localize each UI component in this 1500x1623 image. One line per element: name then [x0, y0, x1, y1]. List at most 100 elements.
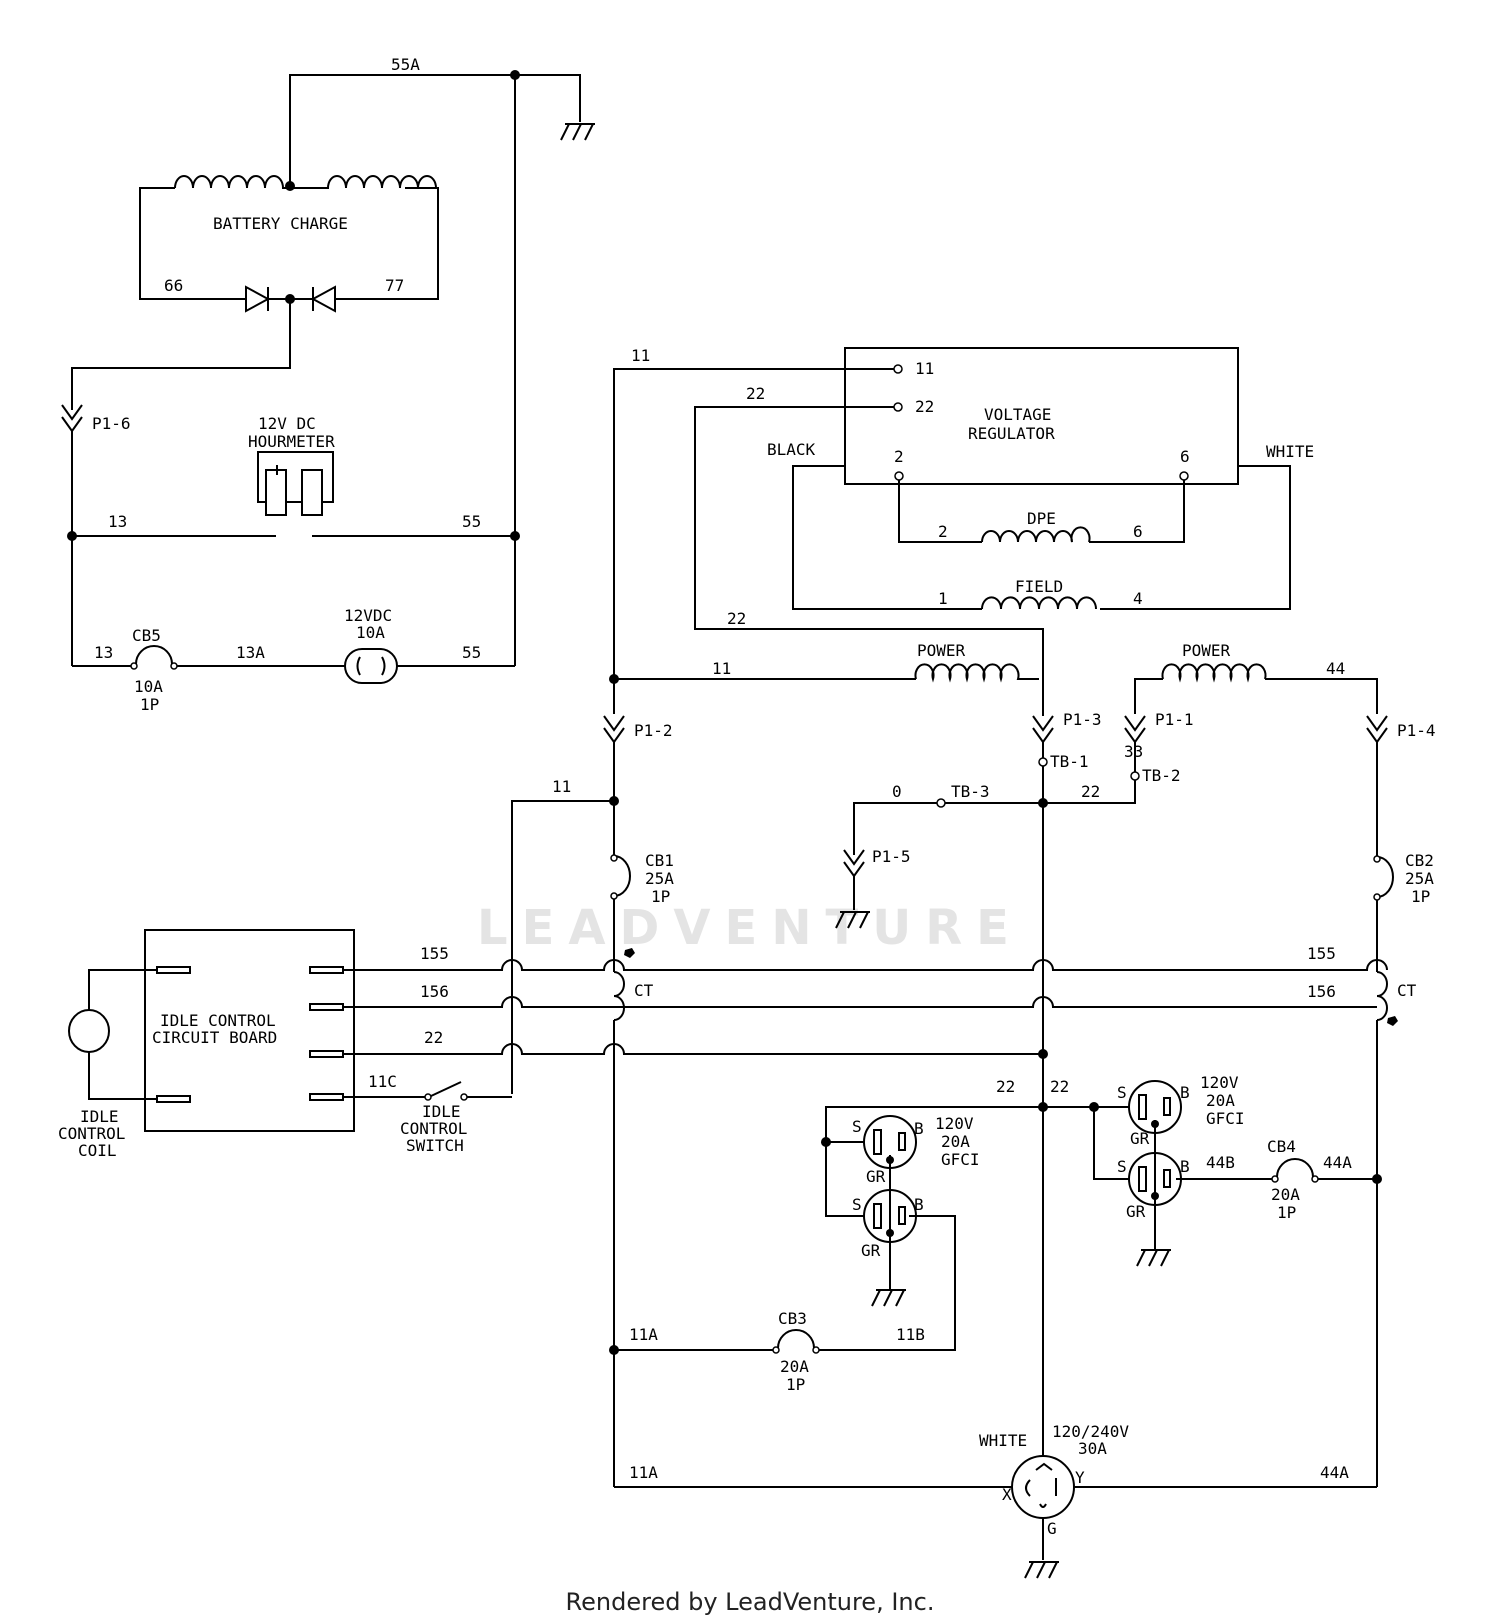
- watermark: LEADVENTURE: [477, 900, 1023, 956]
- wire-white: WHITE: [1266, 442, 1314, 461]
- wire-44b: 44B: [1206, 1153, 1235, 1172]
- gfci-2-type: GFCI: [1206, 1109, 1245, 1128]
- receptacle-b: B: [1180, 1083, 1190, 1102]
- battery-charge-circuit: [61, 70, 595, 684]
- cb4-rating: 20A: [1271, 1185, 1300, 1204]
- receptacle-s: S: [1117, 1083, 1127, 1102]
- receptacle-b: B: [914, 1195, 924, 1214]
- fuse-label-2: 10A: [356, 623, 385, 642]
- wire-44a: 44A: [1323, 1153, 1352, 1172]
- gfci-2-voltage: 120V: [1200, 1073, 1239, 1092]
- wire-11c: 11C: [368, 1072, 397, 1091]
- wire-13: 13: [94, 643, 113, 662]
- current-transformer-2: CT: [1397, 981, 1417, 1000]
- wire-11: 11: [631, 346, 650, 365]
- receptacle-b: B: [914, 1119, 924, 1138]
- idle-board-label-2: CIRCUIT BOARD: [152, 1028, 277, 1047]
- receptacle-gr: GR: [1130, 1129, 1150, 1148]
- terminal-22: 22: [915, 397, 934, 416]
- idle-coil-label-1: IDLE: [80, 1107, 119, 1126]
- wire-155: 155: [420, 944, 449, 963]
- terminal-tb-3: TB-3: [951, 782, 990, 801]
- terminal-x: X: [1002, 1485, 1012, 1504]
- breaker-cb4-label: CB4: [1267, 1137, 1296, 1156]
- dpe-2: 2: [938, 522, 948, 541]
- current-transformer-1: CT: [634, 981, 654, 1000]
- wire-44a: 44A: [1320, 1463, 1349, 1482]
- idle-switch-label-1: IDLE: [422, 1102, 461, 1121]
- wire-22: 22: [727, 609, 746, 628]
- cb5-poles: 1P: [140, 695, 159, 714]
- idle-coil-label-3: COIL: [78, 1141, 117, 1160]
- main-receptacle-circuit: [609, 1329, 1377, 1579]
- receptacle-s: S: [852, 1195, 862, 1214]
- field-label: FIELD: [1015, 577, 1063, 596]
- wire-11: 11: [712, 659, 731, 678]
- idle-control-circuit: [68, 929, 1388, 1487]
- wire-66: 66: [164, 276, 183, 295]
- idle-board-label-1: IDLE CONTROL: [160, 1011, 276, 1030]
- connector-p1-6: P1-6: [92, 414, 131, 433]
- idle-coil-label-2: CONTROL: [58, 1124, 125, 1143]
- terminal-g: G: [1047, 1519, 1057, 1538]
- wire-44: 44: [1326, 659, 1345, 678]
- dpe-6: 6: [1133, 522, 1143, 541]
- render-credit: Rendered by LeadVenture, Inc.: [565, 1588, 935, 1616]
- hourmeter-label-1: 12V DC: [258, 414, 316, 433]
- battery-charge-label: BATTERY CHARGE: [213, 214, 348, 233]
- fuse-label-1: 12VDC: [344, 606, 392, 625]
- field-1: 1: [938, 589, 948, 608]
- receptacle-s: S: [852, 1117, 862, 1136]
- connectors: [511, 715, 1388, 1459]
- receptacle-s: S: [1117, 1157, 1127, 1176]
- breaker-cb1-label: CB1: [645, 851, 674, 870]
- gfci-1-rating: 20A: [941, 1132, 970, 1151]
- cb5-rating: 10A: [134, 677, 163, 696]
- cb3-rating: 20A: [780, 1357, 809, 1376]
- connector-p1-1: P1-1: [1155, 710, 1194, 729]
- wire-77: 77: [385, 276, 404, 295]
- main-receptacle-voltage: 120/240V: [1052, 1422, 1129, 1441]
- gfci-1-voltage: 120V: [935, 1114, 974, 1133]
- field-4: 4: [1133, 589, 1143, 608]
- voltage-regulator-circuit: [609, 347, 1378, 716]
- wire-156: 156: [420, 982, 449, 1001]
- wire-33: 33: [1124, 742, 1143, 761]
- wire-22: 22: [996, 1077, 1015, 1096]
- terminal-6: 6: [1180, 447, 1190, 466]
- cb3-poles: 1P: [786, 1375, 805, 1394]
- gfci-2-rating: 20A: [1206, 1091, 1235, 1110]
- idle-switch-label-3: SWITCH: [406, 1136, 464, 1155]
- terminal-tb-1: TB-1: [1050, 752, 1089, 771]
- receptacle-b: B: [1180, 1157, 1190, 1176]
- wire-156: 156: [1307, 982, 1336, 1001]
- regulator-label-1: VOLTAGE: [984, 405, 1051, 424]
- wire-22: 22: [1081, 782, 1100, 801]
- receptacle-gr: GR: [861, 1241, 881, 1260]
- wire-black: BLACK: [767, 440, 816, 459]
- cb1-rating: 25A: [645, 869, 674, 888]
- voltage-regulator-box: [844, 347, 1239, 485]
- wire-white: WHITE: [979, 1431, 1027, 1450]
- wire-13: 13: [108, 512, 127, 531]
- hourmeter-label-2: HOURMETER: [248, 432, 335, 451]
- receptacle-gr: GR: [1126, 1202, 1146, 1221]
- breaker-cb2-label: CB2: [1405, 851, 1434, 870]
- wire-11b: 11B: [896, 1325, 925, 1344]
- wire-22: 22: [746, 384, 765, 403]
- cb2-rating: 25A: [1405, 869, 1434, 888]
- main-receptacle-rating: 30A: [1078, 1439, 1107, 1458]
- wire-13a: 13A: [236, 643, 265, 662]
- regulator-label-2: REGULATOR: [968, 424, 1055, 443]
- wire-55: 55: [462, 512, 481, 531]
- wire-55a: 55A: [391, 55, 420, 74]
- idle-switch-label-2: CONTROL: [400, 1119, 467, 1138]
- cb4-poles: 1P: [1277, 1203, 1296, 1222]
- connector-p1-2: P1-2: [634, 721, 673, 740]
- breaker-cb3-label: CB3: [778, 1309, 807, 1328]
- gfci-1-type: GFCI: [941, 1150, 980, 1169]
- cb1-poles: 1P: [651, 887, 670, 906]
- power-winding-1: POWER: [917, 641, 966, 660]
- wire-22: 22: [424, 1028, 443, 1047]
